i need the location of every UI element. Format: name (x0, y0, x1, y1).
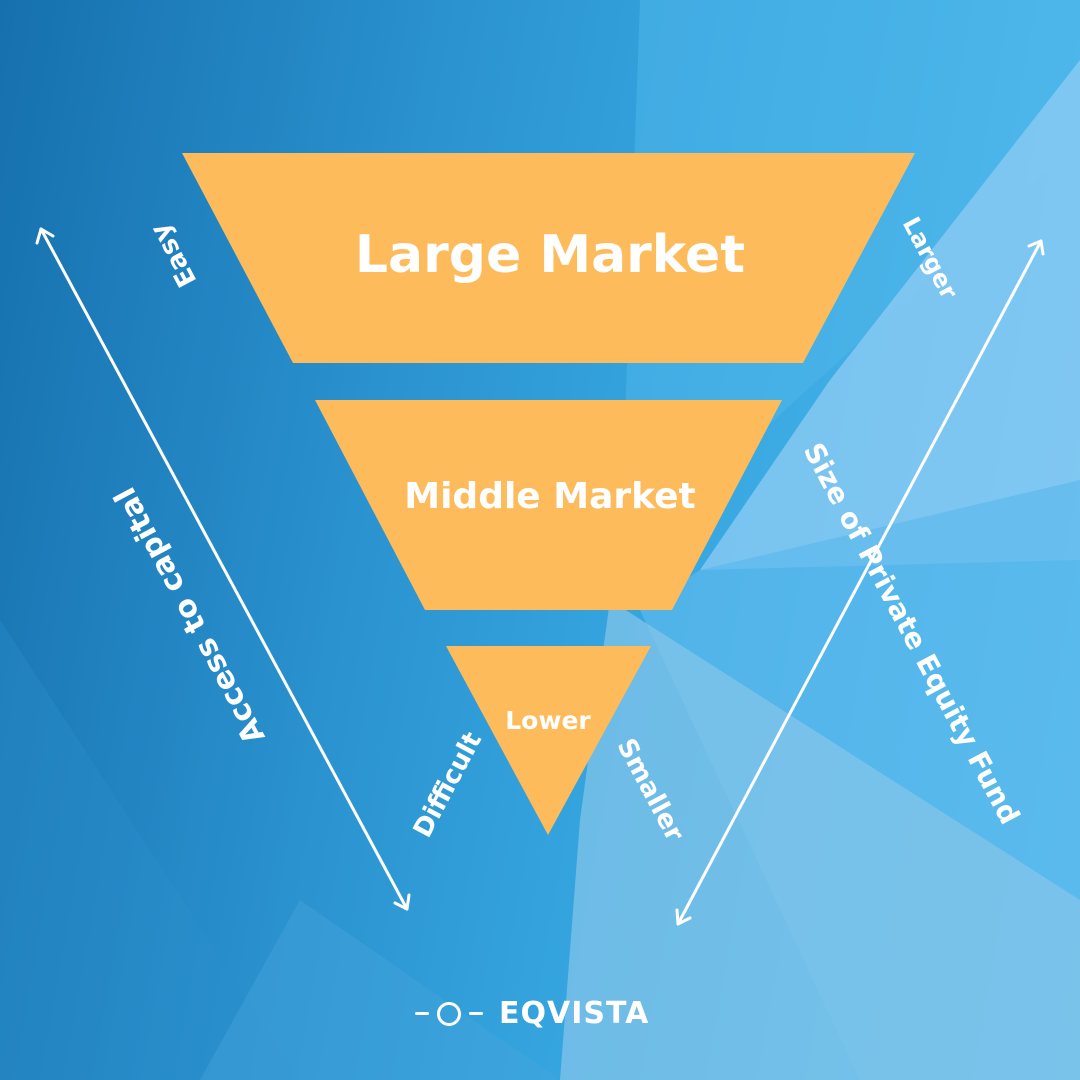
logo-dash-left (415, 1012, 429, 1015)
lower-market-label: Lower (505, 706, 591, 735)
large-market-segment (182, 153, 915, 363)
logo-wordmark: EQVISTA (499, 996, 650, 1031)
middle-market-segment (315, 400, 782, 610)
left-double-arrow-icon (35, 227, 411, 911)
middle-market-label: Middle Market (404, 476, 696, 517)
eqvista-logo: EQVISTA (415, 996, 649, 1031)
lower-market-segment (446, 646, 651, 835)
large-market-label: Large Market (354, 225, 746, 285)
logo-dash-right (469, 1012, 483, 1015)
eqvista-ring-icon (437, 1001, 461, 1026)
right-double-arrow-icon (675, 239, 1045, 926)
